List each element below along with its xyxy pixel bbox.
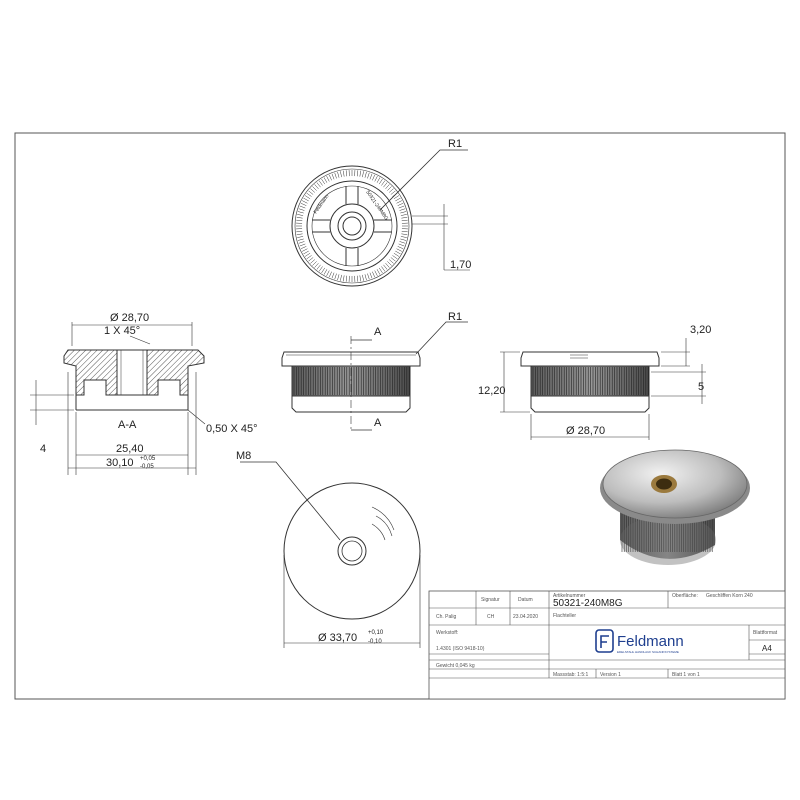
hdr-signature: Signatur [481, 597, 500, 603]
bottom-tol-upper: +0,10 [368, 630, 384, 636]
front-knurl [293, 367, 410, 395]
date-value: 23.04.2020 [513, 614, 538, 620]
brand-tagline: EDELSTAHL HANDLAUF SCHANKSYSTEME [617, 650, 679, 654]
created-by: Ch. Palig [436, 614, 457, 620]
section-dia-top: Ø 28,70 [110, 312, 149, 324]
section-tol-upper: +0,05 [140, 456, 156, 462]
format-label: Blattformat [753, 630, 778, 636]
thread-label: M8 [236, 450, 251, 462]
top-r1-label: R1 [448, 138, 462, 150]
feldmann-logo: Feldmann EDELSTAHL HANDLAUF SCHANKSYSTEM… [595, 629, 684, 654]
hdr-date: Datum [518, 597, 533, 603]
bottom-tol-lower: -0,10 [368, 639, 382, 645]
scale-value: Massstab: 1:5:1 [553, 672, 589, 678]
section-mark-bottom: A [374, 417, 382, 429]
section-dim-outer: 30,10 [106, 457, 134, 469]
format-value: A4 [762, 644, 772, 653]
sheet-border [14, 132, 786, 700]
brand-name: Feldmann [617, 633, 684, 650]
bottom-view: M8 Ø 33,70 +0,10 -0,10 [236, 450, 421, 648]
side-dim-dia: Ø 28,70 [566, 425, 605, 437]
side-dim-5: 5 [698, 381, 704, 393]
weight-value: Gewicht 0,045 kg [436, 663, 475, 669]
front-view: A A R1 [281, 311, 468, 431]
hdr-surface: Oberfläche: [672, 593, 698, 599]
material-value: 1.4301 (ISO 9418-10) [436, 646, 485, 652]
title-block: Signatur Datum Artikelnummer Oberfläche:… [428, 590, 786, 700]
section-chamfer-top: 1 X 45° [104, 325, 140, 337]
surface-value: Geschliffen Korn 240 [706, 593, 753, 599]
section-mark-top: A [374, 326, 382, 338]
hdr-material: Werkstoff: [436, 630, 458, 636]
knurl-ring [296, 170, 408, 282]
side-dim-1220: 12,20 [478, 385, 506, 397]
description-label: Flachteller [553, 613, 576, 619]
side-knurl [532, 367, 649, 395]
hdr-article: Artikelnummer [553, 593, 586, 599]
version-value: Version 1 [600, 672, 621, 678]
brand-engraving: Feldmann [313, 193, 331, 215]
section-tol-lower: -0,05 [140, 464, 154, 470]
bottom-dim-dia: Ø 33,70 [318, 632, 357, 644]
section-label: A-A [118, 419, 137, 431]
sheet-value: Blatt 1 von 1 [672, 672, 700, 678]
top-dim-170: 1,70 [450, 259, 471, 271]
side-dim-320: 3,20 [690, 324, 711, 336]
section-view: Ø 28,70 1 X 45° 4 A-A 25,40 30,10 +0,05 … [30, 312, 258, 475]
article-number: 50321-240M8G [553, 598, 623, 609]
isometric-render [600, 449, 750, 565]
front-r1-label: R1 [448, 311, 462, 323]
section-dim-inner: 25,40 [116, 443, 144, 455]
signature-value: CH [487, 614, 495, 620]
top-view: Feldmann 50321-240M8G R1 1,70 [291, 138, 471, 287]
side-view: 12,20 3,20 5 Ø 28,70 [478, 324, 711, 440]
section-dim-4: 4 [40, 443, 46, 455]
section-chamfer-bottom: 0,50 X 45° [206, 423, 258, 435]
